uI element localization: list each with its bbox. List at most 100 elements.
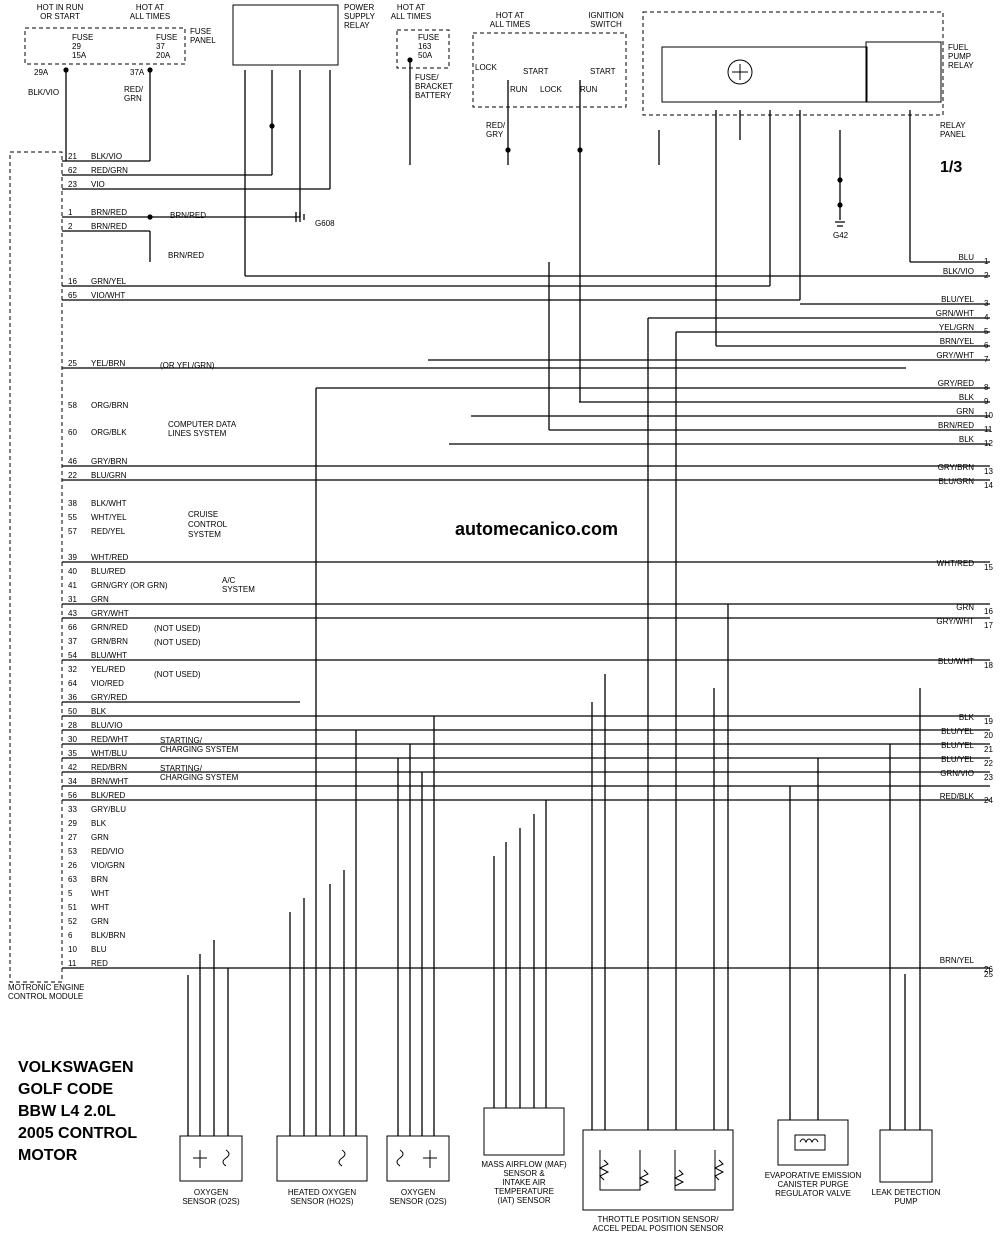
ecm-pin-number: 6 [68,931,73,940]
ecm-pin-number: 28 [68,721,77,730]
ecm-pin-number: 21 [68,152,77,161]
ecm-pin-number: 22 [68,471,77,480]
ecm-pin-number: 31 [68,595,77,604]
ecm-pin-wire-color: GRY/RED [91,693,128,702]
ecm-pin-number: 26 [68,861,77,870]
ho2s-label: HEATED OXYGEN [288,1188,357,1197]
ecm-pin-wire-color: BLU [91,945,107,954]
starting-charging-label: CHARGING SYSTEM [160,745,239,754]
wire-label: BLK/VIO [28,88,59,97]
ecm-pin-number: 39 [68,553,77,562]
ecm-pin-wire-color: WHT/RED [91,553,129,562]
lock-label: LOCK [475,63,497,72]
splice-dot [837,177,843,183]
fuse-37-label: FUSE [156,33,177,42]
ecm-pin-number: 11 [68,959,77,968]
relay-panel-outline [642,11,944,116]
fuse-29-label: 15A [72,51,87,60]
ecm-pin-number: 55 [68,513,77,522]
ecm-pin-wire-color: VIO/WHT [91,291,125,300]
ecm-pin-wire-color: BLK/BRN [91,931,125,940]
wire-label: RED/ [124,85,144,94]
ground-symbol [835,221,845,227]
ecm-pin-wire-color: VIO/GRN [91,861,125,870]
ignition-switch-label: SWITCH [590,20,622,29]
o2s-left-label: OXYGEN [194,1188,228,1197]
title-block: 2005 CONTROL [18,1125,137,1142]
ecm-pin-wire-color: BLK [91,707,107,716]
right-ref-wire-color: GRN/WHT [936,309,974,318]
evap-valve-box [777,1119,849,1166]
ecm-pin-wire-color: GRY/WHT [91,609,129,618]
ecm-pin-wire-color: GRN/YEL [91,277,127,286]
ecm-pin-wire-color: YEL/BRN [91,359,125,368]
ecm-pin-wire-color: YEL/RED [91,665,125,674]
fuse-bracket-battery-label: BATTERY [415,91,452,100]
page-number: 1/3 [940,159,962,176]
fuel-pump-relay-label: PUMP [948,52,971,61]
wire-label: BRN/RED [168,251,204,260]
fuse-37-label: 37 [156,42,165,51]
ecm-pin-wire-color: VIO/RED [91,679,124,688]
ecm-pin-number: 42 [68,763,77,772]
tps-label: THROTTLE POSITION SENSOR/ [598,1215,720,1224]
right-ref-wire-color: BLK/VIO [943,267,974,276]
ecm-pin-number: 66 [68,623,77,632]
ecm-pin-wire-color: VIO [91,180,105,189]
splice-dot [837,202,843,208]
right-ref-wire-color: BRN/RED [938,421,974,430]
fuel-pump-relay-label: RELAY [948,61,974,70]
wire-label: BRN/RED [170,211,206,220]
ecm-pin-wire-color: BRN/WHT [91,777,128,786]
fuse-panel-label: PANEL [190,36,216,45]
ecm-pin-wire-color: BLU/GRN [91,471,127,480]
ignition-switch-label: IGNITION [588,11,624,20]
evap-valve-label: REGULATOR VALVE [775,1189,851,1198]
wire-label: GRY [486,130,504,139]
ecm-pin-number: 29 [68,819,77,828]
ecm-pin-number: 62 [68,166,77,175]
title-block: MOTOR [18,1147,78,1164]
relay-panel-label: RELAY [940,121,966,130]
splice-dot [63,67,69,73]
right-ref-number: 13 [984,467,993,476]
leak-detection-pump-label: LEAK DETECTION [872,1188,941,1197]
maf-sensor-label: (IAT) SENSOR [497,1196,550,1205]
computer-data-lines-label: COMPUTER DATA [168,420,237,429]
maf-sensor-label: INTAKE AIR [502,1178,546,1187]
ignition-switch-outline [472,32,627,108]
right-ref-wire-color: BLU/YEL [941,755,974,764]
hot-at-all-times-label: HOT AT [397,3,425,12]
ecm-pin-wire-color: RED [91,959,108,968]
run-label: RUN [510,85,528,94]
ecm-pin-number: 54 [68,651,77,660]
ground-symbol [295,212,305,222]
vertical-wire-layer [62,57,990,1136]
ecm-pin-wire-color: WHT [91,903,109,912]
ecm-pin-number: 64 [68,679,77,688]
or-yel-grn-label: (OR YEL/GRN) [160,361,215,370]
ecm-pin-number: 34 [68,777,77,786]
o2s-right-label: SENSOR (O2S) [389,1197,447,1206]
ecm-pin-number: 50 [68,707,77,716]
ecm-pin-wire-color: GRY/BLU [91,805,126,814]
maf-sensor-label: TEMPERATURE [494,1187,554,1196]
right-ref-wire-color: GRY/BRN [938,463,975,472]
right-ref-wire-color: BLK [959,435,975,444]
title-block: GOLF CODE [18,1081,113,1098]
leak-detection-pump-box [879,1129,933,1183]
ecm-pin-number: 65 [68,291,77,300]
ac-system-label: SYSTEM [222,585,255,594]
starting-charging-label: STARTING/ [160,764,203,773]
ecm-pin-wire-color: BLK/RED [91,791,125,800]
watermark: automecanico.com [455,519,618,539]
ecm-pin-number: 16 [68,277,77,286]
maf-sensor-label: MASS AIRFLOW (MAF) [481,1160,567,1169]
ecm-pin-number: 63 [68,875,77,884]
ecm-pin-wire-color: RED/VIO [91,847,124,856]
tps-box [582,1129,734,1211]
right-ref-number: 17 [984,621,993,630]
start-label: START [590,67,616,76]
ecm-pin-wire-color: GRN/GRY (OR GRN) [91,581,168,590]
